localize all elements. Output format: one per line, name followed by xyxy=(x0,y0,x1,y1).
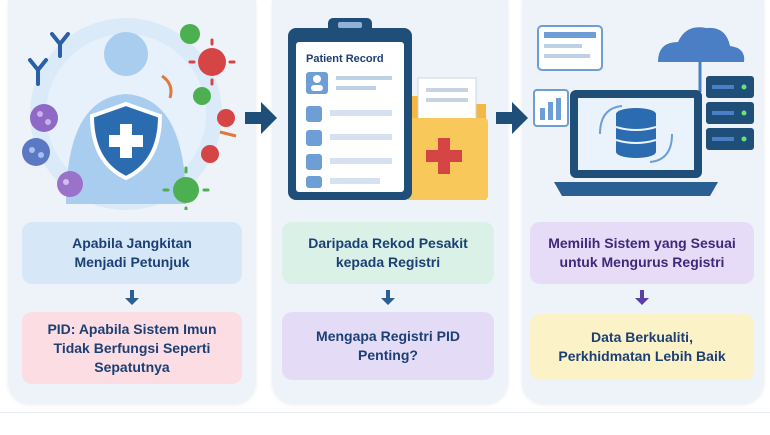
label-pid-definition: PID: Apabila Sistem Imun Tidak Berfungsi… xyxy=(22,312,242,384)
clipboard-title: Patient Record xyxy=(306,53,384,65)
arrow-down-icon xyxy=(635,290,649,305)
label-choose-system: Memilih Sistem yang Sesuai untuk Menguru… xyxy=(530,222,754,284)
label-quality-data: Data Berkualiti, Perkhidmatan Lebih Baik xyxy=(530,314,754,380)
label-record-to-registry: Daripada Rekod Pesakit kepada Registri xyxy=(282,222,494,284)
arrow-down-icon xyxy=(125,290,139,305)
bottom-strip xyxy=(0,412,770,435)
arrow-right-icon xyxy=(245,102,277,134)
patient-record-illustration: Patient Record xyxy=(288,18,488,200)
label-infection-clue: Apabila Jangkitan Menjadi Petunjuk xyxy=(22,222,242,284)
registry-system-illustration xyxy=(533,25,754,196)
arrow-down-icon xyxy=(381,290,395,305)
arrow-right-icon xyxy=(496,102,528,134)
immune-shield-illustration xyxy=(22,18,237,210)
label-why-registry: Mengapa Registri PID Penting? xyxy=(282,312,494,380)
